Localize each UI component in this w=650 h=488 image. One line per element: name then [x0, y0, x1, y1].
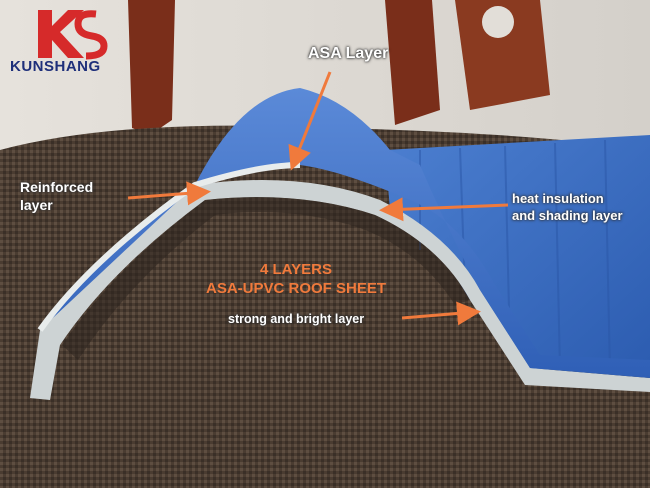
label-heat-line1: heat insulation [512, 191, 604, 206]
product-title-line2: ASA-UPVC ROOF SHEET [205, 280, 386, 297]
arrow-heat [379, 197, 509, 222]
arrow-strong [401, 301, 481, 326]
label-strong-bright-layer: strong and bright layer [228, 312, 365, 326]
arrow-asa [288, 71, 332, 171]
label-reinforced-line2: layer [20, 197, 53, 213]
product-title-line1: 4 LAYERS [260, 261, 332, 278]
label-heat-line2: and shading layer [512, 208, 623, 223]
label-heat-insulation: heat insulation and shading layer [512, 190, 623, 224]
kunshang-logo [38, 10, 108, 60]
product-title: 4 LAYERS ASA-UPVC ROOF SHEET [190, 260, 402, 298]
label-asa-layer: ASA Layer [308, 45, 389, 62]
arrow-reinforced [127, 181, 211, 206]
label-reinforced-line1: Reinforced [20, 179, 94, 195]
brand-name: KUNSHANG [10, 58, 101, 75]
label-reinforced-layer: Reinforced layer [20, 178, 93, 214]
